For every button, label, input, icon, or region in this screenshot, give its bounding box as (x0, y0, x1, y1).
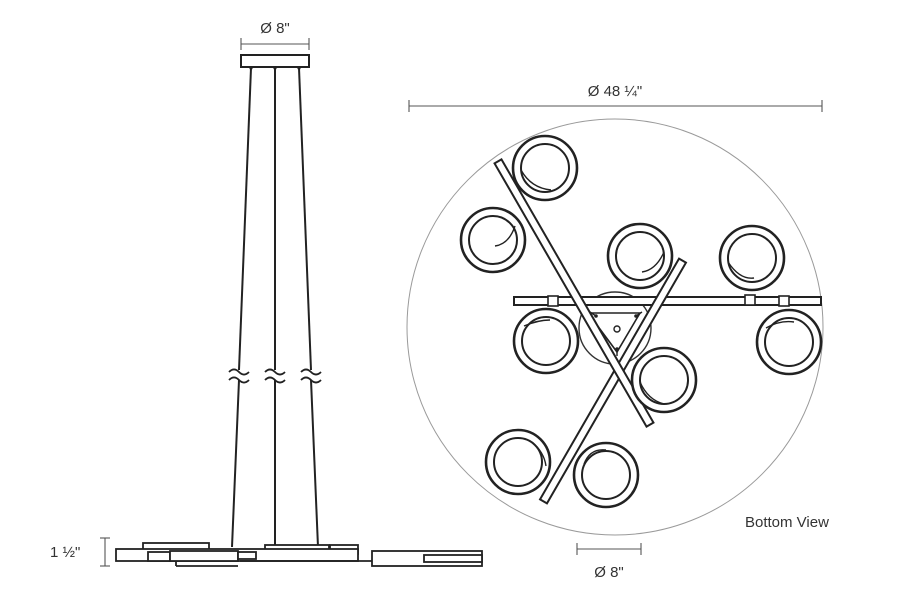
overall-diameter-label: Ø 48 ¼" (588, 83, 643, 100)
side-view: Ø 8" (50, 20, 483, 567)
suspension-cables (231, 67, 319, 548)
horizontal-arm (513, 296, 822, 306)
overall-diameter-dimension: Ø 48 ¼" (408, 83, 823, 112)
cable-break-symbols (228, 368, 322, 384)
shade (459, 206, 527, 274)
diagonal-arm-up (538, 257, 688, 505)
shade (718, 224, 786, 292)
overall-footprint-circle (406, 118, 824, 536)
center-diameter-label: Ø 8" (594, 564, 624, 581)
body-height-label: 1 ½" (50, 544, 80, 561)
fixture-body-side (115, 542, 483, 567)
shade (606, 222, 674, 290)
arm-connectors (547, 294, 790, 307)
shade (484, 428, 552, 496)
bottom-view: Ø 48 ¼" (406, 83, 829, 581)
shade (755, 308, 823, 376)
shade (511, 134, 579, 202)
center-diameter-dimension: Ø 8" (576, 543, 642, 581)
canopy (240, 54, 310, 68)
shade (630, 346, 698, 414)
diagonal-arm-down (493, 157, 655, 429)
height-dimension: 1 ½" (50, 537, 110, 567)
canopy-diameter-label: Ø 8" (260, 20, 290, 37)
glass-shades (459, 134, 823, 509)
shade (512, 307, 580, 375)
fixture-arms (493, 157, 822, 505)
canopy-dimension: Ø 8" (240, 20, 310, 50)
shade (572, 441, 640, 509)
bottom-view-label: Bottom View (745, 514, 829, 531)
